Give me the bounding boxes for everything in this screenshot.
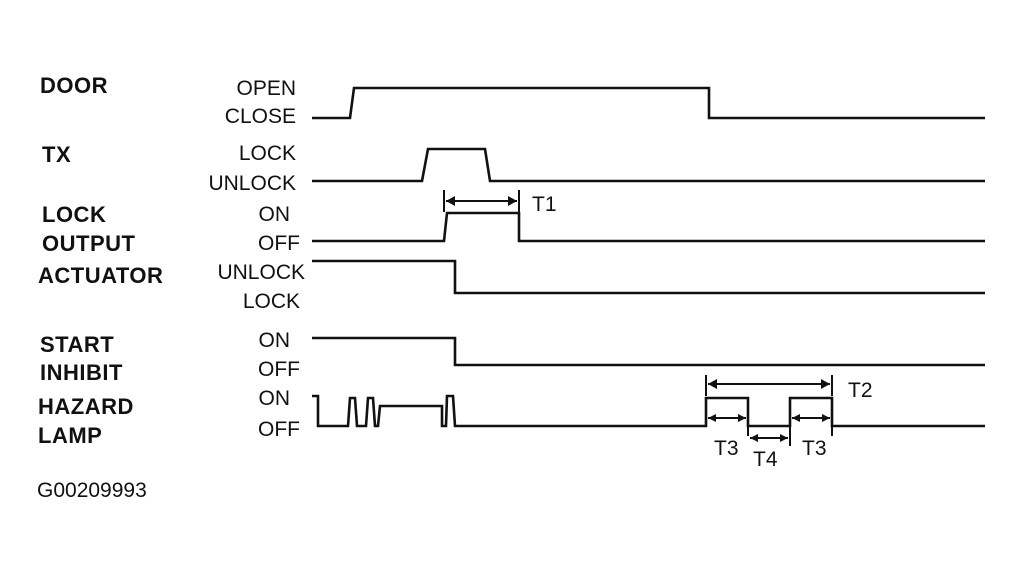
- signal-name-inhibit: INHIBIT: [40, 360, 123, 385]
- level-label-tx-unlock: UNLOCK: [208, 172, 296, 195]
- arrow-left-icon: [708, 414, 716, 422]
- level-label-tx-lock: LOCK: [239, 142, 296, 165]
- level-label-lock-output-off: OFF: [258, 232, 300, 255]
- level-label-hazard-lamp-on: ON: [259, 387, 291, 410]
- waveform-lock-output: [312, 211, 985, 243]
- arrow-right-icon: [738, 414, 746, 422]
- arrow-left-icon: [792, 414, 800, 422]
- arrow-right-icon: [508, 196, 517, 206]
- signal-name-tx: TX: [42, 142, 71, 167]
- level-label-start-inhibit-off: OFF: [258, 358, 300, 381]
- signal-name-lamp: LAMP: [38, 423, 102, 448]
- level-label-lock-output-on: ON: [259, 203, 291, 226]
- waveform-start-inhibit: [312, 336, 985, 367]
- level-label-door-close: CLOSE: [225, 105, 296, 128]
- waveform-actuator: [312, 259, 985, 295]
- level-label-hazard-lamp-off: OFF: [258, 418, 300, 441]
- t1-label: T1: [532, 193, 557, 216]
- arrow-right-icon: [822, 414, 830, 422]
- level-label-door-open: OPEN: [236, 77, 296, 100]
- t4-label: T4: [753, 448, 778, 471]
- signal-name-door: DOOR: [40, 73, 108, 98]
- arrow-left-icon: [708, 379, 717, 389]
- signal-name-hazard: HAZARD: [38, 394, 134, 419]
- arrow-right-icon: [780, 434, 788, 442]
- waveform-hazard-lamp: [312, 394, 985, 428]
- t2-dimension: [705, 375, 833, 396]
- level-label-actuator-lock: LOCK: [243, 290, 300, 313]
- t3a-label: T3: [714, 437, 739, 460]
- signal-name-actuator: ACTUATOR: [38, 263, 163, 288]
- t1-dimension: [443, 190, 520, 212]
- arrow-left-icon: [446, 196, 455, 206]
- t3b-label: T3: [802, 437, 827, 460]
- figure-id: G00209993: [37, 479, 147, 502]
- t4-dimension: [750, 426, 791, 446]
- t2-label: T2: [848, 379, 873, 402]
- waveform-tx: [312, 147, 985, 183]
- arrow-right-icon: [821, 379, 830, 389]
- signal-name-start: START: [40, 332, 114, 357]
- t3b-dimension: [792, 414, 833, 436]
- t3a-dimension: [708, 414, 749, 436]
- signal-name-lock: LOCK: [42, 202, 106, 227]
- signal-name-output: OUTPUT: [42, 231, 136, 256]
- arrow-left-icon: [750, 434, 758, 442]
- level-label-start-inhibit-on: ON: [259, 329, 291, 352]
- level-label-actuator-unlock: UNLOCK: [217, 261, 305, 284]
- waveform-door: [312, 86, 985, 120]
